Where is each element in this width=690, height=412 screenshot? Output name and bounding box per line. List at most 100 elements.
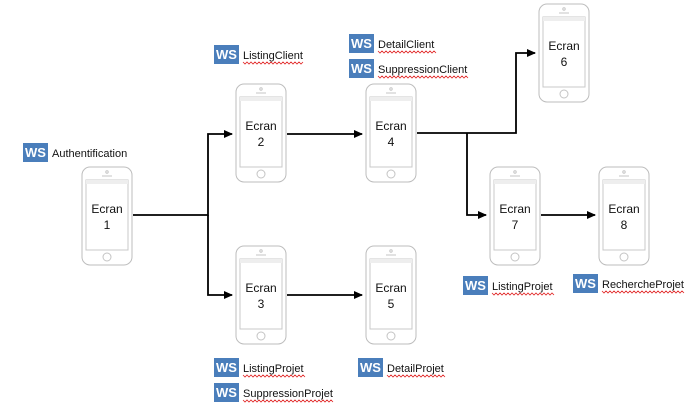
phone-screen [493, 179, 537, 251]
ws-badge-text: WS [216, 360, 237, 375]
camera-icon [259, 249, 263, 253]
home-button-icon [386, 331, 396, 341]
phone-ecran7: Ecran 7 [489, 166, 541, 266]
ws-listing-projet-7: WS ListingProjet [463, 276, 555, 296]
spellcheck-underline [242, 399, 334, 403]
ws-badge [349, 59, 374, 78]
ws-detail-client: WS DetailClient [349, 34, 437, 54]
phone-screen [369, 258, 413, 330]
phone-screen [85, 179, 129, 251]
arrow-ecran1-to-ecran3 [207, 215, 233, 299]
ws-badge [214, 358, 239, 377]
screen-title: Ecran [548, 39, 579, 53]
status-bar [603, 180, 645, 184]
ws-suppression-projet: WS SuppressionProjet [214, 383, 334, 403]
ws-badge-text: WS [216, 385, 237, 400]
screen-number: 7 [512, 218, 519, 232]
phone-screen [239, 96, 283, 168]
ws-label: DetailClient [378, 39, 434, 51]
phone-screen [239, 258, 283, 330]
ws-label: DetailProjet [387, 363, 444, 375]
home-button-icon [256, 169, 266, 179]
ws-listing-projet: WS ListingProjet [214, 358, 306, 378]
screen-title: Ecran [91, 202, 122, 216]
screen-number: 8 [621, 218, 628, 232]
ws-badge [214, 45, 239, 64]
screen-number: 1 [104, 218, 111, 232]
ws-badge [358, 358, 383, 377]
ws-authentification: WS Authentification [23, 143, 127, 162]
camera-icon [259, 87, 263, 91]
status-bar [494, 180, 536, 184]
screen-number: 3 [258, 297, 265, 311]
phone-ecran3: Ecran 3 [235, 245, 287, 345]
screen-title: Ecran [499, 202, 530, 216]
phone-ecran1: Ecran 1 [81, 166, 133, 266]
ws-badge [573, 274, 598, 293]
camera-icon [389, 249, 393, 253]
home-button-icon [102, 252, 112, 262]
arrow-ecran4-to-ecran7 [466, 133, 487, 219]
ws-badge-text: WS [25, 145, 46, 160]
phone-ecran6: Ecran 6 [538, 3, 590, 103]
phone-screen [369, 96, 413, 168]
ws-badge-text: WS [216, 47, 237, 62]
status-bar [86, 180, 128, 184]
camera-icon [105, 170, 109, 174]
arrow-ecran1-to-ecran2 [133, 130, 233, 216]
ws-detail-projet: WS DetailProjet [358, 358, 446, 378]
ws-label: Authentification [52, 148, 127, 160]
spellcheck-underline [491, 292, 555, 296]
ws-label: ListingProjet [243, 363, 304, 375]
ws-badge [214, 383, 239, 402]
ws-listing-client: WS ListingClient [214, 45, 304, 65]
ws-badge-text: WS [360, 360, 381, 375]
phone-ecran5: Ecran 5 [365, 245, 417, 345]
screen-number: 5 [388, 297, 395, 311]
status-bar [370, 97, 412, 101]
home-button-icon [619, 252, 629, 262]
status-bar [370, 259, 412, 263]
screen-title: Ecran [375, 119, 406, 133]
ws-label: ListingClient [243, 50, 303, 62]
phone-ecran4: Ecran 4 [365, 83, 417, 183]
status-bar [240, 97, 282, 101]
ws-badge-text: WS [351, 61, 372, 76]
ws-badge [23, 143, 48, 162]
ws-recherche-projet: WS RechercheProjet [573, 274, 685, 294]
spellcheck-underline [242, 61, 304, 65]
ws-badge-text: WS [351, 36, 372, 51]
home-button-icon [510, 252, 520, 262]
ws-label: SuppressionProjet [243, 388, 333, 400]
screen-number: 4 [388, 135, 395, 149]
status-bar [543, 17, 585, 21]
spellcheck-underline [377, 75, 469, 79]
ws-badge-text: WS [575, 276, 596, 291]
ws-badge-text: WS [465, 278, 486, 293]
screen-title: Ecran [245, 119, 276, 133]
ws-suppression-client: WS SuppressionClient [349, 59, 469, 79]
ws-badge [349, 34, 374, 53]
spellcheck-underline [377, 50, 437, 54]
phone-ecran8: Ecran 8 [598, 166, 650, 266]
screen-title: Ecran [375, 281, 406, 295]
screen-number: 6 [561, 55, 568, 69]
screen-title: Ecran [608, 202, 639, 216]
home-button-icon [386, 169, 396, 179]
ws-badge [463, 276, 488, 295]
camera-icon [562, 7, 566, 11]
spellcheck-underline [601, 290, 685, 294]
ws-label: RechercheProjet [602, 279, 684, 291]
camera-icon [513, 170, 517, 174]
ws-label: ListingProjet [492, 281, 553, 293]
home-button-icon [256, 331, 266, 341]
spellcheck-underline [386, 374, 446, 378]
ws-label: SuppressionClient [378, 64, 467, 76]
camera-icon [622, 170, 626, 174]
screen-title: Ecran [245, 281, 276, 295]
camera-icon [389, 87, 393, 91]
spellcheck-underline [242, 374, 306, 378]
home-button-icon [559, 89, 569, 99]
